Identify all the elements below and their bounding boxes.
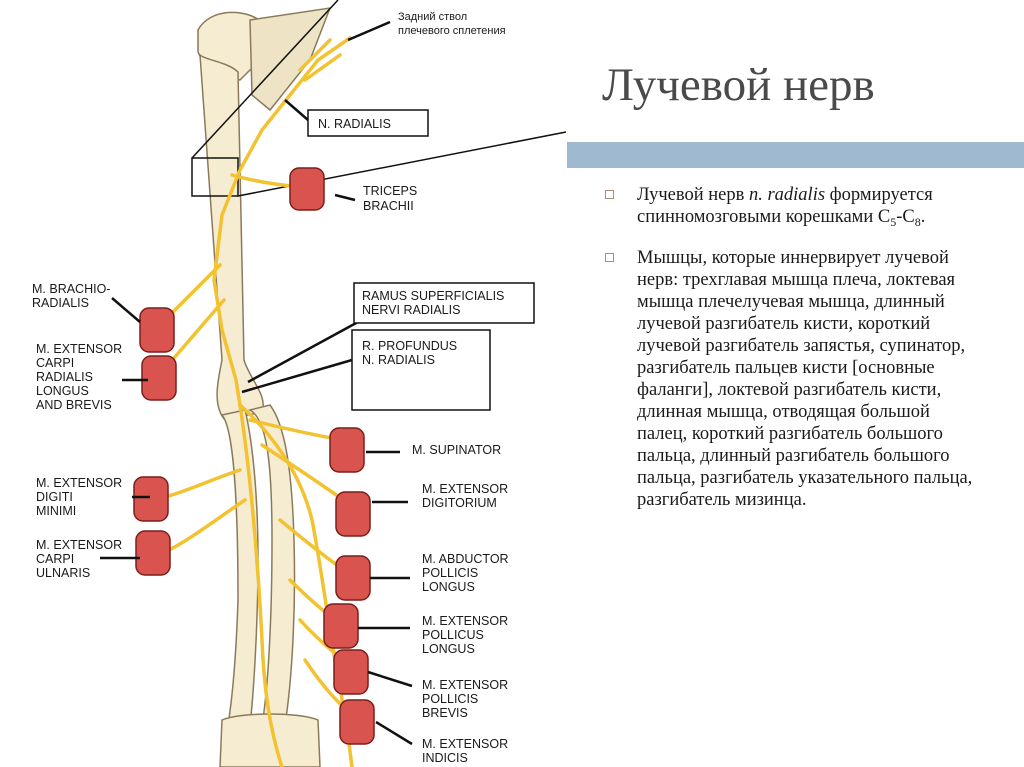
superficial-branch xyxy=(238,403,284,767)
triceps-muscle xyxy=(289,167,325,211)
ecu-label-2: CARPI xyxy=(36,552,74,566)
ed-label-1: M. EXTENSOR xyxy=(422,482,508,496)
edm-label-1: M. EXTENSOR xyxy=(36,476,122,490)
bullet-1-lead: Лучевой нерв xyxy=(637,185,749,205)
ei-label-1: M. EXTENSOR xyxy=(422,737,508,751)
title-accent-bar xyxy=(567,142,1024,168)
ramus-sup-label-2: NERVI RADIALIS xyxy=(362,303,460,317)
ed-label-2: DIGITORIUM xyxy=(422,496,497,510)
ramus-sup-box xyxy=(353,282,535,324)
epb-muscle xyxy=(333,649,369,695)
supinator-muscle xyxy=(329,427,365,473)
epl-label-2: POLLICUS xyxy=(422,628,484,642)
ecu-label-1: M. EXTENSOR xyxy=(36,538,122,552)
diagram-labels: Задний ствол плечевого сплетения N. RADI… xyxy=(32,11,509,765)
ramus-prof-box xyxy=(351,329,491,411)
muscles xyxy=(133,167,375,745)
n-radialis-box xyxy=(307,109,429,137)
apl-label-2: POLLICIS xyxy=(422,566,478,580)
bullet-square-icon xyxy=(605,253,614,262)
bullet-list: Лучевой нерв n. radialis формируется спи… xyxy=(603,184,973,525)
edm-muscle xyxy=(133,476,169,522)
ramus-prof-label-2: N. RADIALIS xyxy=(362,353,435,367)
brachio-label-2: RADIALIS xyxy=(32,296,89,310)
carpal-bones xyxy=(219,713,321,767)
bullet-item-muscles: Мышцы, которые иннервирует лучевой нерв:… xyxy=(603,247,973,511)
scapula xyxy=(249,7,332,112)
ecr-label-5: AND BREVIS xyxy=(36,398,112,412)
ecu-branch xyxy=(163,498,247,554)
plexus-label-1: Задний ствол xyxy=(398,11,467,23)
ed-muscle xyxy=(335,491,371,537)
edm-label-3: MINIMI xyxy=(36,504,76,518)
ei-muscle xyxy=(339,699,375,745)
ramus-sup-label-1: RAMUS SUPERFICIALIS xyxy=(362,289,504,303)
ecr-muscle xyxy=(141,355,177,401)
bullet-item-formation: Лучевой нерв n. radialis формируется спи… xyxy=(603,184,973,233)
apl-muscle xyxy=(335,555,371,601)
bullet-1-dash: -С xyxy=(896,207,915,227)
ecr-label-2: CARPI xyxy=(36,356,74,370)
epl-label-3: LONGUS xyxy=(422,642,475,656)
epb-label-2: POLLICIS xyxy=(422,692,478,706)
ei-label-2: INDICIS xyxy=(422,751,468,765)
humerus-shaft xyxy=(199,53,264,421)
epl-label-1: M. EXTENSOR xyxy=(422,614,508,628)
apl-label-3: LONGUS xyxy=(422,580,475,594)
triceps-label-2: BRACHII xyxy=(363,199,414,213)
bullet-1-sub1: 5 xyxy=(890,215,897,229)
bullet-square-icon xyxy=(605,190,614,199)
epb-label-3: BREVIS xyxy=(422,706,468,720)
supinator-label: M. SUPINATOR xyxy=(412,443,501,457)
brachioradialis-muscle xyxy=(139,307,175,353)
ecr-label-1: M. EXTENSOR xyxy=(36,342,122,356)
bullet-2-text: Мышцы, которые иннервирует лучевой нерв:… xyxy=(637,248,973,510)
radial-nerve-diagram: Задний ствол плечевого сплетения N. RADI… xyxy=(32,0,567,767)
plexus-label-2: плечевого сплетения xyxy=(398,25,506,37)
edm-branch xyxy=(163,468,242,499)
ecr-label-3: RADIALIS xyxy=(36,370,93,384)
slide-title: Лучевой нерв xyxy=(602,59,875,111)
apl-label-1: M. ABDUCTOR xyxy=(422,552,509,566)
brachio-label-1: M. BRACHIO- xyxy=(32,282,110,296)
triceps-label-1: TRICEPS xyxy=(363,184,417,198)
epb-label-1: M. EXTENSOR xyxy=(422,678,508,692)
leader-lines xyxy=(100,20,413,746)
bullet-1-italic: n. radialis xyxy=(748,185,826,205)
epl-muscle xyxy=(323,603,359,649)
label-boxes xyxy=(307,109,535,411)
edm-label-2: DIGITI xyxy=(36,490,73,504)
bullet-1-mid: формируется спинномозговыми корешками С xyxy=(637,185,933,227)
bones xyxy=(197,7,332,767)
plexus-trunk xyxy=(212,36,352,407)
radius-bone xyxy=(220,409,259,726)
ecr-label-4: LONGUS xyxy=(36,384,89,398)
ecu-muscle xyxy=(135,530,171,576)
n-radialis-label: N. RADIALIS xyxy=(318,117,391,131)
triceps-branch xyxy=(230,173,294,188)
bullet-1-sub2: 8 xyxy=(914,215,921,229)
ecu-label-3: ULNARIS xyxy=(36,566,90,580)
bullet-1-end: . xyxy=(920,207,926,227)
ramus-prof-label-1: R. PROFUNDUS xyxy=(362,339,457,353)
